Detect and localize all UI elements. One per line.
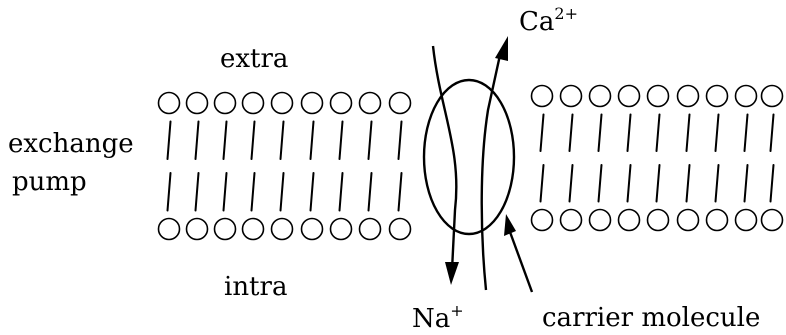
carrier-oval bbox=[422, 78, 516, 236]
carrier-pointer-arrowhead bbox=[504, 214, 516, 236]
lipid-head-top bbox=[734, 84, 758, 108]
lipid-head-bottom bbox=[760, 208, 784, 232]
carrier-molecule-label: carrier molecule bbox=[542, 303, 760, 333]
lipid-tail bbox=[685, 113, 691, 152]
lipid-tail bbox=[250, 172, 256, 212]
lipid-head-top bbox=[329, 91, 353, 115]
na-symbol: Na bbox=[412, 304, 450, 334]
ca-ion-label: Ca2+ bbox=[519, 4, 578, 37]
exchange-label: exchange bbox=[8, 129, 134, 159]
lipid-head-top bbox=[157, 91, 181, 115]
lipid-head-bottom bbox=[213, 217, 237, 241]
lipid-tail bbox=[769, 113, 775, 152]
lipid-tail bbox=[222, 120, 228, 160]
lipid-tail bbox=[743, 113, 749, 152]
lipid-head-top bbox=[705, 84, 729, 108]
lipid-head-bottom bbox=[241, 217, 265, 241]
lipid-tail bbox=[655, 164, 661, 203]
intra-label: intra bbox=[224, 272, 287, 302]
lipid-head-bottom bbox=[300, 217, 324, 241]
lipid-head-top bbox=[185, 91, 209, 115]
lipid-head-top bbox=[300, 91, 324, 115]
lipid-head-bottom bbox=[358, 217, 382, 241]
ca-symbol: Ca bbox=[519, 7, 554, 37]
extra-label: extra bbox=[220, 44, 288, 74]
lipid-tail bbox=[597, 113, 603, 152]
lipid-head-bottom bbox=[270, 217, 294, 241]
lipid-tail bbox=[250, 120, 256, 160]
lipid-head-bottom bbox=[705, 208, 729, 232]
lipid-tail bbox=[626, 164, 632, 203]
lipid-tail bbox=[279, 120, 285, 160]
lipid-tail bbox=[714, 113, 720, 152]
lipid-tail bbox=[568, 113, 574, 152]
lipid-head-top bbox=[213, 91, 237, 115]
lipid-head-bottom bbox=[329, 217, 353, 241]
lipid-tail bbox=[626, 113, 632, 152]
right-lipid-bilayer bbox=[530, 84, 784, 232]
lipid-head-bottom bbox=[588, 208, 612, 232]
lipid-tail bbox=[568, 164, 574, 203]
lipid-head-bottom bbox=[559, 208, 583, 232]
lipid-head-top bbox=[588, 84, 612, 108]
left-lipid-bilayer bbox=[157, 91, 412, 241]
lipid-head-top bbox=[760, 84, 784, 108]
lipid-tail bbox=[714, 164, 720, 203]
carrier-pointer-line bbox=[508, 231, 534, 293]
lipid-tail bbox=[309, 120, 315, 160]
lipid-tail bbox=[655, 113, 661, 152]
lipid-tail bbox=[397, 120, 403, 160]
lipid-tail bbox=[769, 164, 775, 203]
lipid-head-bottom bbox=[676, 208, 700, 232]
lipid-tail bbox=[222, 172, 228, 212]
lipid-tail bbox=[194, 172, 200, 212]
lipid-head-top bbox=[388, 91, 412, 115]
pump-label: pump bbox=[12, 167, 87, 197]
lipid-tail bbox=[279, 172, 285, 212]
ca-ion-path bbox=[480, 54, 502, 291]
lipid-tail bbox=[685, 164, 691, 203]
lipid-head-bottom bbox=[617, 208, 641, 232]
lipid-head-top bbox=[617, 84, 641, 108]
lipid-head-bottom bbox=[388, 217, 412, 241]
lipid-tail bbox=[338, 120, 344, 160]
lipid-head-bottom bbox=[157, 217, 181, 241]
na-ion-label: Na+ bbox=[412, 301, 464, 334]
lipid-tail bbox=[166, 120, 172, 160]
na-charge: + bbox=[450, 301, 463, 320]
lipid-tail bbox=[367, 172, 373, 212]
lipid-head-bottom bbox=[646, 208, 670, 232]
lipid-head-bottom bbox=[530, 208, 554, 232]
lipid-tail bbox=[597, 164, 603, 203]
lipid-head-top bbox=[241, 91, 265, 115]
lipid-head-bottom bbox=[734, 208, 758, 232]
lipid-tail bbox=[309, 172, 315, 212]
lipid-head-bottom bbox=[185, 217, 209, 241]
na-ion-path bbox=[431, 45, 458, 271]
ca-arrowhead bbox=[495, 36, 508, 61]
lipid-tail bbox=[397, 172, 403, 212]
lipid-head-top bbox=[559, 84, 583, 108]
lipid-head-top bbox=[358, 91, 382, 115]
na-arrowhead bbox=[445, 262, 459, 285]
lipid-tail bbox=[539, 113, 545, 152]
lipid-tail bbox=[743, 164, 749, 203]
lipid-head-top bbox=[646, 84, 670, 108]
lipid-tail bbox=[367, 120, 373, 160]
lipid-tail bbox=[338, 172, 344, 212]
lipid-tail bbox=[539, 164, 545, 203]
lipid-head-top bbox=[270, 91, 294, 115]
ca-charge: 2+ bbox=[554, 4, 578, 23]
lipid-tail bbox=[194, 120, 200, 160]
lipid-tail bbox=[166, 172, 172, 212]
lipid-head-top bbox=[530, 84, 554, 108]
lipid-head-top bbox=[676, 84, 700, 108]
